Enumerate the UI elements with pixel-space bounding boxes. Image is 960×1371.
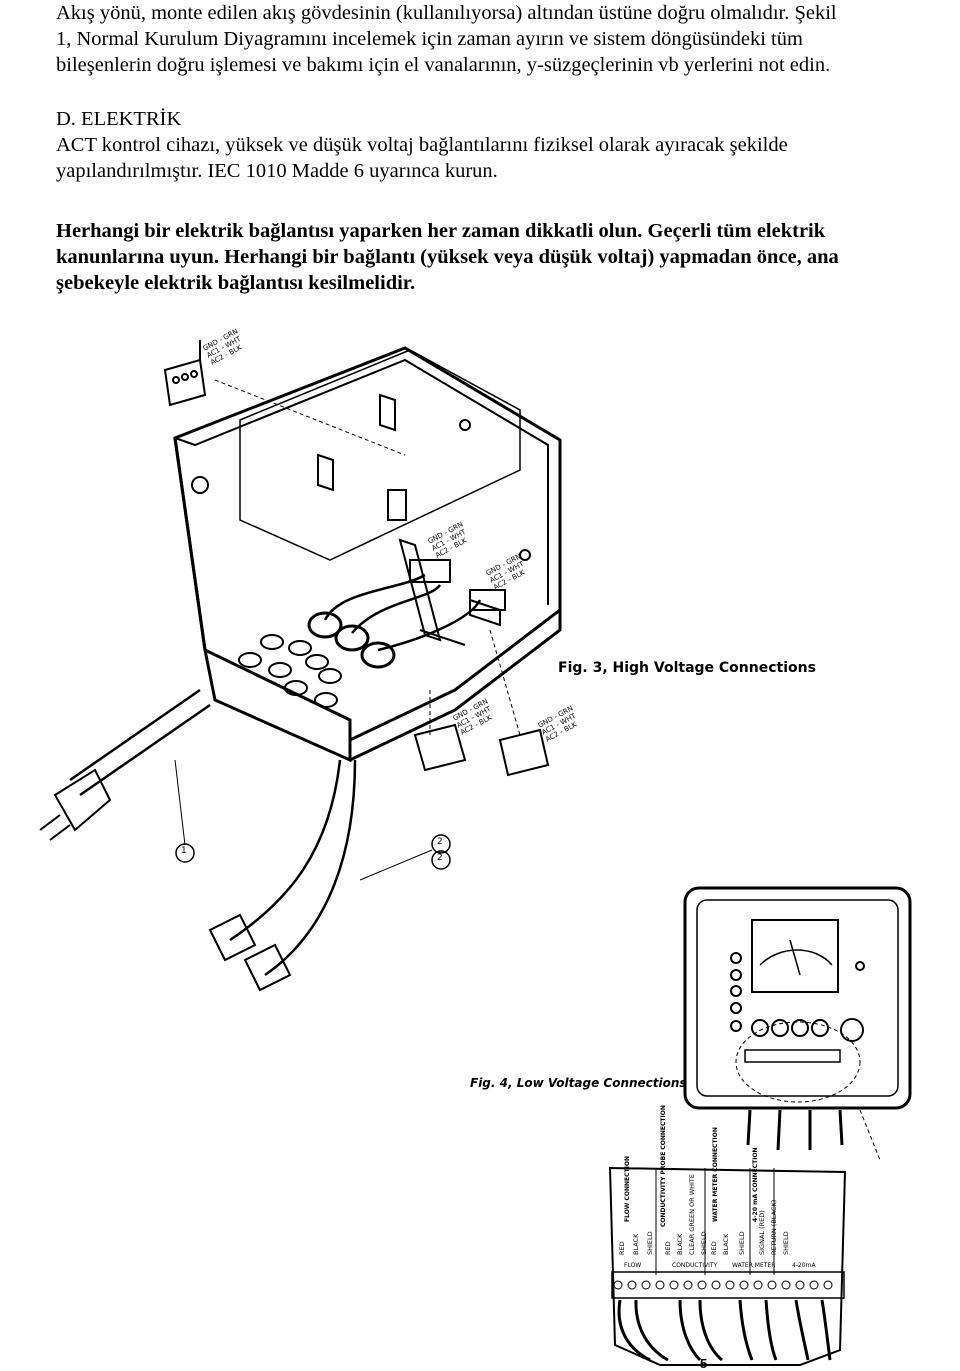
warning-line: Herhangi bir elektrik bağlantısı yaparke… xyxy=(56,220,826,242)
intro-line: 1, Normal Kurulum Diyagramını incelemek … xyxy=(56,28,803,50)
intro-line: Akış yönü, monte edilen akış gövdesinin … xyxy=(56,2,837,24)
connection-header: 4-20 mA CONNECTION xyxy=(752,1147,759,1222)
terminal-screw xyxy=(669,1280,679,1290)
page-number: 5 xyxy=(700,1356,708,1371)
wire-label: SHIELD xyxy=(738,1231,746,1255)
callout-1: 1 xyxy=(181,846,187,856)
terminal-screw xyxy=(613,1280,623,1290)
terminal-group: CONDUCTIVITY xyxy=(672,1262,718,1269)
terminal-screw xyxy=(767,1280,777,1290)
terminal-screw xyxy=(711,1280,721,1290)
wire-label: BLACK xyxy=(632,1233,640,1255)
callout-2a: 2 xyxy=(437,837,443,847)
section-heading: D. ELEKTRİK xyxy=(56,108,182,130)
terminal-group: FLOW xyxy=(624,1262,642,1269)
terminal-screw xyxy=(795,1280,805,1290)
fig3-caption: Fig. 3, High Voltage Connections xyxy=(558,660,816,676)
section-line: yapılandırılmıştır. IEC 1010 Madde 6 uya… xyxy=(56,160,498,182)
terminal-screw xyxy=(823,1280,833,1290)
terminal-screw xyxy=(753,1280,763,1290)
section-line: ACT kontrol cihazı, yüksek ve düşük volt… xyxy=(56,134,788,156)
wire-label: RED xyxy=(618,1241,626,1255)
wire-label: BLACK xyxy=(722,1233,730,1255)
warning-line: kanunlarına uyun. Herhangi bir bağlantı … xyxy=(56,246,839,268)
terminal-screw xyxy=(697,1280,707,1290)
wire-label: RED xyxy=(710,1241,718,1255)
wire-label: SHIELD xyxy=(646,1231,654,1255)
warning-paragraph: Herhangi bir elektrik bağlantısı yaparke… xyxy=(56,218,956,296)
terminal-group: 4-20mA xyxy=(792,1262,816,1269)
callout-2b: 2 xyxy=(437,853,443,863)
connection-header: CONDUCTIVITY PROBE CONNECTION xyxy=(660,1105,667,1227)
terminal-screw xyxy=(725,1280,735,1290)
wire-label: BLACK xyxy=(676,1233,684,1255)
terminal-screw xyxy=(781,1280,791,1290)
terminal-screw xyxy=(739,1280,749,1290)
connection-headers: FLOW CONNECTION CONDUCTIVITY PROBE CONNE… xyxy=(618,1105,843,1232)
connection-header: WATER METER CONNECTION xyxy=(712,1127,719,1222)
section-electrical: D. ELEKTRİK ACT kontrol cihazı, yüksek v… xyxy=(56,106,956,184)
terminal-groups: FLOW CONDUCTIVITY WATER METER 4-20mA xyxy=(612,1262,844,1272)
intro-paragraph: Akış yönü, monte edilen akış gövdesinin … xyxy=(56,0,956,78)
warning-line: şebekeyle elektrik bağlantısı kesilmelid… xyxy=(56,272,416,294)
wire-label: RED xyxy=(664,1241,672,1255)
intro-line: bileşenlerin doğru işlemesi ve bakımı iç… xyxy=(56,54,831,76)
wire-label: SHIELD xyxy=(782,1231,790,1255)
terminal-screw xyxy=(627,1280,637,1290)
fig4-caption: Fig. 4, Low Voltage Connections xyxy=(470,1076,687,1090)
connection-header: FLOW CONNECTION xyxy=(624,1155,631,1222)
wire-label: SHIELD xyxy=(700,1231,708,1255)
terminal-screw xyxy=(641,1280,651,1290)
terminal-screw xyxy=(809,1280,819,1290)
terminal-group: WATER METER xyxy=(732,1262,776,1269)
terminal-screw xyxy=(655,1280,665,1290)
terminal-screw xyxy=(683,1280,693,1290)
